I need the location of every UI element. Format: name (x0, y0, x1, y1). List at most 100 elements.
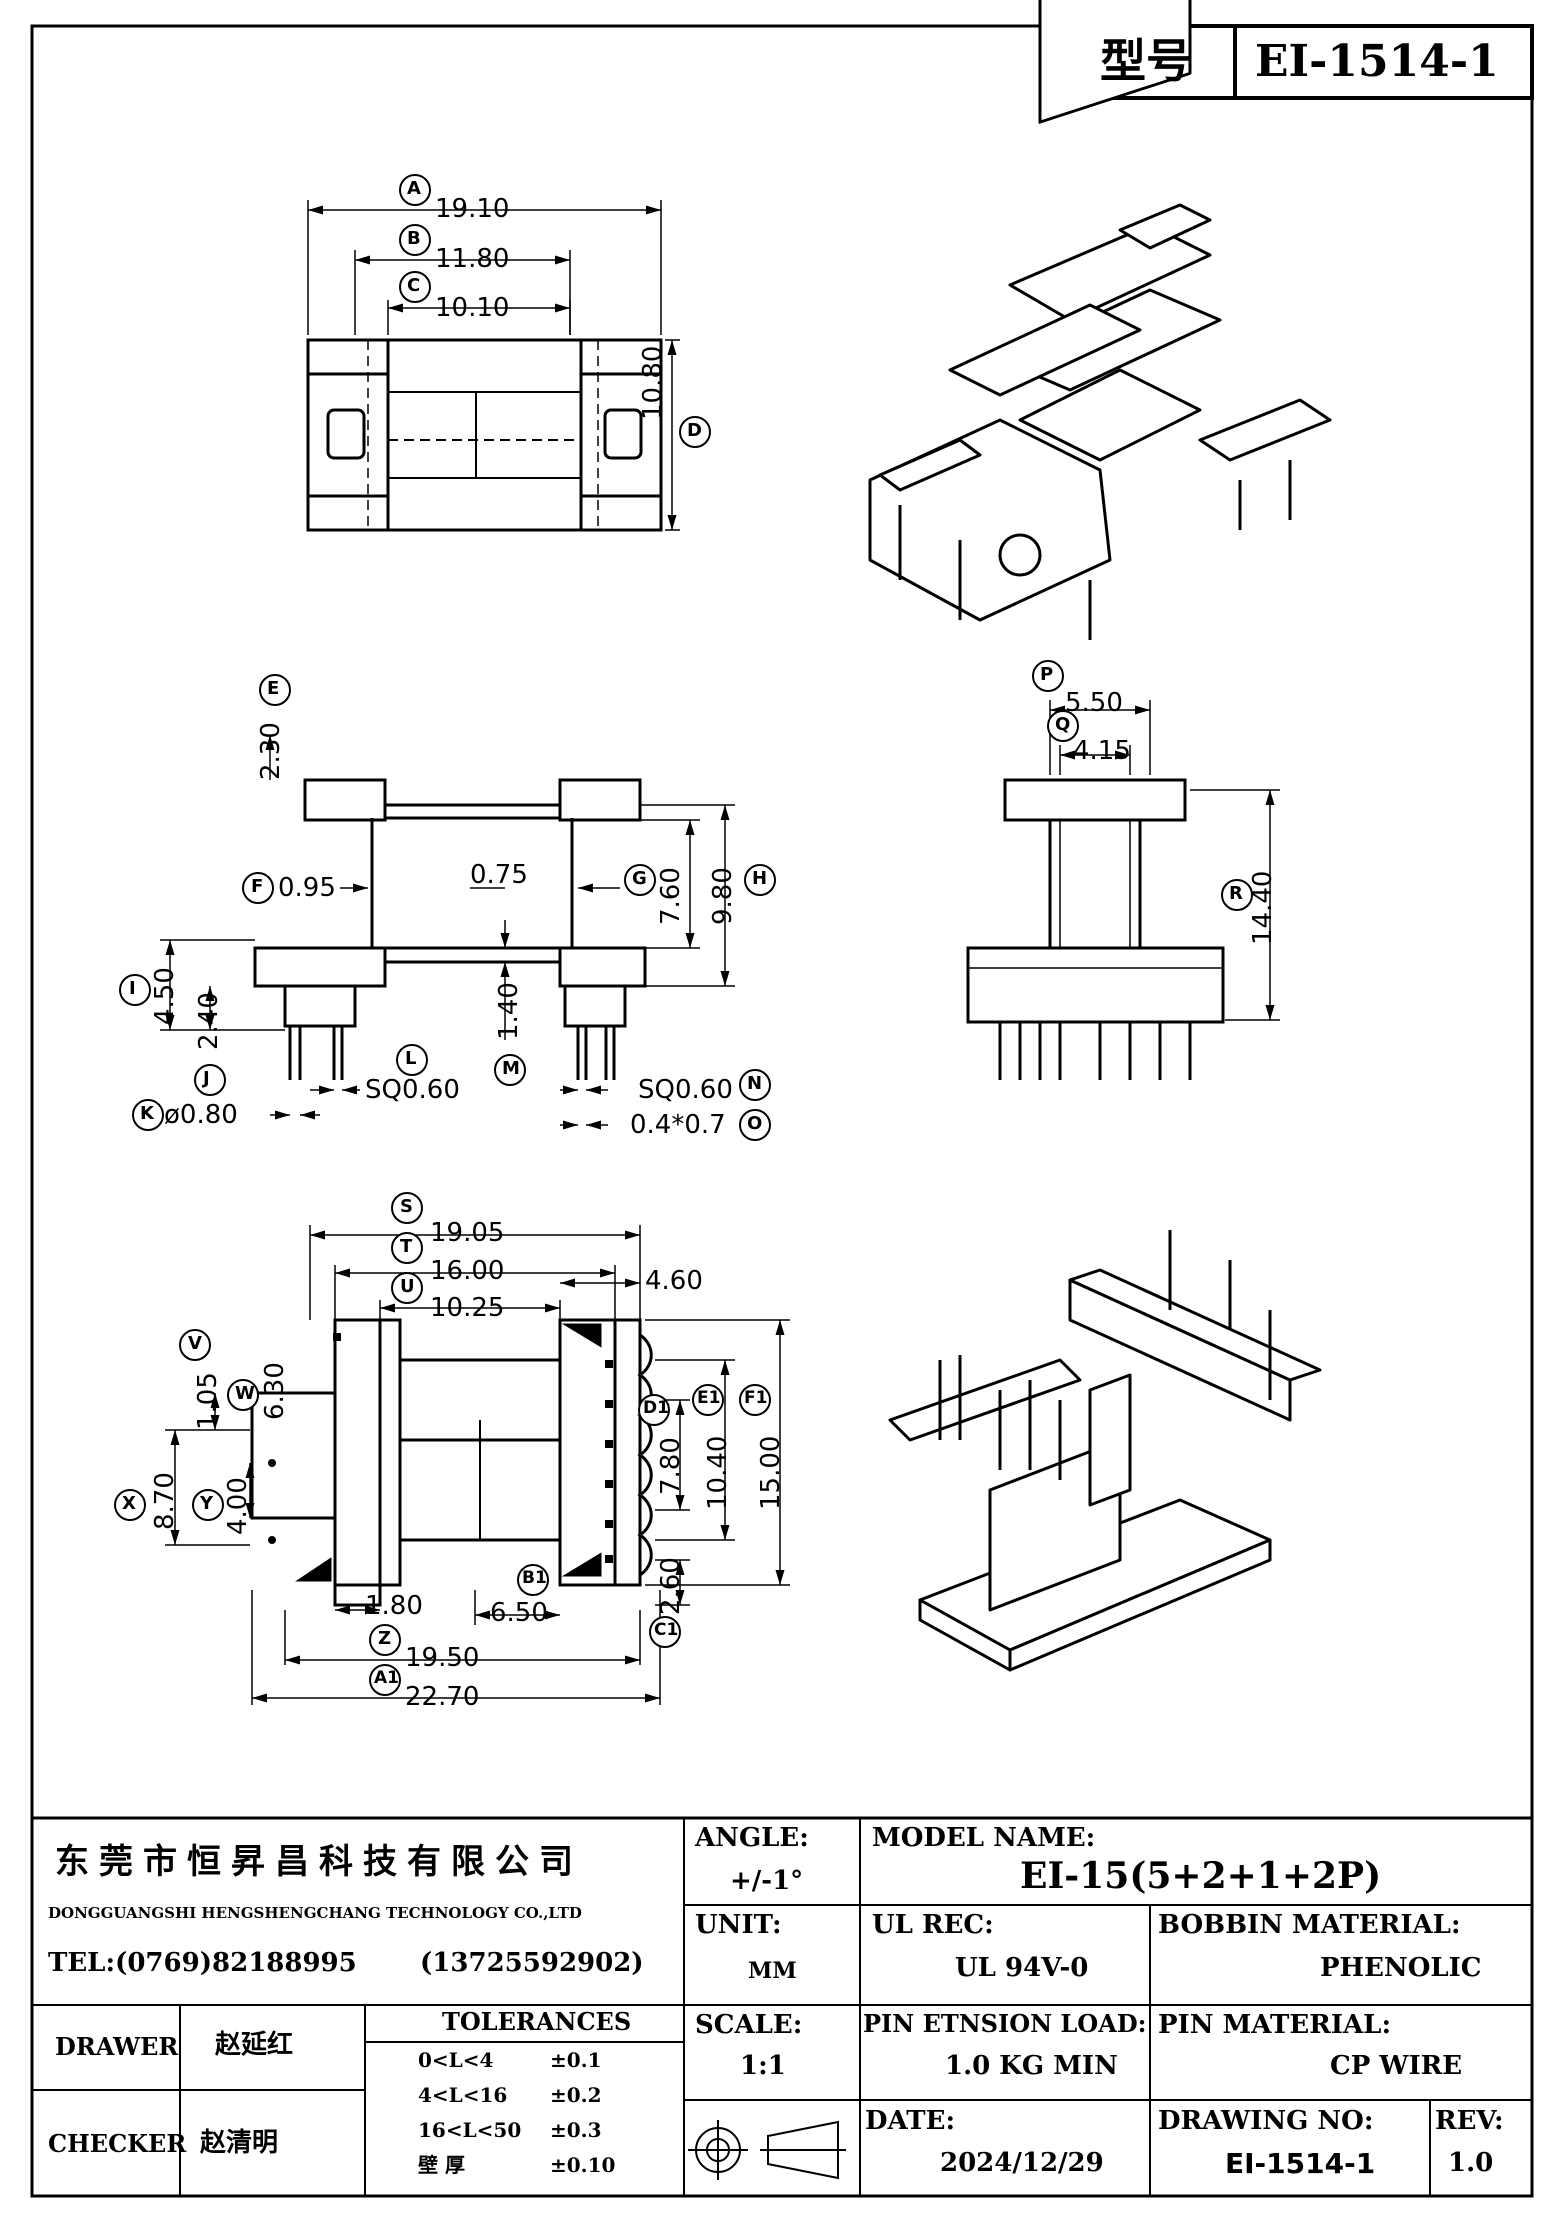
balloon-F: F (251, 876, 264, 897)
tol-range-3: 16<L<50 (418, 2118, 522, 2142)
balloon-L: L (405, 1048, 417, 1069)
rev-label: REV: (1435, 2106, 1504, 2136)
dim-W: 6.30 (260, 1362, 290, 1420)
drawer-label: DRAWER (55, 2032, 179, 2061)
dim-mid: 0.75 (470, 860, 528, 890)
ul-rec-label: UL REC: (872, 1910, 994, 1940)
dim-B: 11.80 (435, 244, 510, 274)
date-value: 2024/12/29 (940, 2148, 1104, 2178)
bobbin-material-label: BOBBIN MATERIAL: (1158, 1910, 1461, 1940)
balloon-M: M (502, 1058, 520, 1079)
tol-value-1: ±0.1 (550, 2048, 602, 2072)
model-name-value: EI-15(5+2+1+2P) (1020, 1855, 1382, 1897)
dim-C1: 2.60 (656, 1557, 686, 1615)
balloon-Q: Q (1055, 714, 1071, 735)
balloon-O: O (747, 1113, 763, 1134)
dim-J: 2.40 (194, 992, 224, 1050)
balloon-W: W (235, 1383, 255, 1404)
balloon-I: I (129, 978, 136, 999)
tol-range-2: 4<L<16 (418, 2083, 508, 2107)
checker-label: CHECKER (48, 2129, 187, 2158)
tol-value-3: ±0.3 (550, 2118, 602, 2142)
tol-range-4: 壁 厚 (418, 2153, 465, 2177)
dim-K: ø0.80 (164, 1100, 238, 1130)
dimension-balloons (114, 174, 1253, 1696)
dim-E1: 10.40 (703, 1435, 733, 1510)
tol-value-2: ±0.2 (550, 2083, 602, 2107)
dim-I: 4.50 (150, 967, 180, 1025)
tol-value-4: ±0.10 (550, 2153, 616, 2177)
company-name-en: DONGGUANGSHI HENGSHENGCHANG TECHNOLOGY C… (48, 1904, 582, 1922)
dim-X: 8.70 (150, 1472, 180, 1530)
dim-O: 0.4*0.7 (630, 1110, 726, 1140)
company-tel: TEL:(0769)82188995 (48, 1948, 357, 1978)
rev-value: 1.0 (1448, 2148, 1494, 2178)
balloon-Y: Y (200, 1493, 214, 1514)
balloon-E: E (267, 678, 280, 699)
dim-Y: 4.00 (223, 1477, 253, 1535)
tol-range-1: 0<L<4 (418, 2048, 494, 2072)
dim-L: SQ0.60 (365, 1075, 460, 1105)
dim-C: 10.10 (435, 293, 510, 323)
pin-load-label: PIN ETNSION LOAD: (863, 2009, 1147, 2038)
angle-label: ANGLE: (695, 1823, 809, 1853)
dim-Q: 4.15 (1073, 736, 1131, 766)
balloon-A1: A1 (374, 1668, 399, 1688)
unit-label: UNIT: (695, 1910, 782, 1940)
sheet-border (30, 24, 1534, 2198)
pin-load-value: 1.0 KG MIN (945, 2051, 1118, 2081)
balloon-R: R (1229, 883, 1243, 904)
dim-pin-width: 1.80 (365, 1591, 423, 1621)
balloon-P: P (1040, 664, 1054, 685)
dim-Z: 19.50 (405, 1643, 480, 1673)
dim-right-top: 4.60 (645, 1266, 703, 1296)
balloon-U: U (400, 1276, 415, 1297)
checker-name: 赵清明 (200, 2128, 279, 2158)
projection-symbol (688, 2120, 846, 2180)
dim-R: 14.40 (1248, 870, 1278, 945)
balloon-H: H (752, 868, 768, 889)
dim-G: 7.60 (656, 867, 686, 925)
balloon-V: V (188, 1333, 202, 1354)
balloon-Z: Z (378, 1628, 392, 1649)
balloon-N: N (747, 1073, 763, 1094)
balloon-B: B (407, 228, 421, 249)
company-name-cn: 东莞市恒昇昌科技有限公司 (55, 1842, 583, 1882)
isometric-view-bottom (888, 1230, 1322, 1672)
header-part-number: EI-1514-1 (1255, 36, 1499, 87)
balloon-A: A (407, 178, 421, 199)
drawer-name: 赵延红 (215, 2030, 294, 2060)
dim-B1: 6.50 (490, 1598, 548, 1628)
dim-A: 19.10 (435, 194, 510, 224)
isometric-view-top (868, 0, 1332, 640)
balloon-C: C (407, 275, 421, 296)
drawing-no-value: EI-1514-1 (1225, 2147, 1376, 2180)
dim-N: SQ0.60 (638, 1075, 733, 1105)
balloon-S: S (400, 1196, 413, 1217)
side-view (160, 735, 735, 1130)
end-view (966, 700, 1280, 1080)
dim-A1: 22.70 (405, 1682, 480, 1712)
balloon-B1: B1 (522, 1568, 547, 1588)
scale-value: 1:1 (740, 2051, 786, 2081)
unit-value: MM (748, 1958, 797, 1984)
balloon-E1: E1 (697, 1388, 721, 1408)
dim-T: 16.00 (430, 1256, 505, 1286)
balloon-T: T (400, 1236, 413, 1257)
dim-V: 1.05 (193, 1372, 223, 1430)
date-label: DATE: (865, 2106, 956, 2136)
dim-S: 19.05 (430, 1218, 505, 1248)
dim-H: 9.80 (708, 867, 738, 925)
bobbin-material-value: PHENOLIC (1320, 1953, 1482, 1983)
balloon-F1: F1 (744, 1388, 768, 1408)
header-type-label: 型号 (1100, 34, 1192, 88)
drawing-no-label: DRAWING NO: (1158, 2106, 1374, 2136)
dim-F: 0.95 (278, 873, 336, 903)
dim-M: 1.40 (494, 982, 524, 1040)
ul-rec-value: UL 94V-0 (955, 1953, 1089, 1983)
tolerances-label: TOLERANCES (442, 2007, 632, 2036)
balloon-D: D (687, 420, 702, 441)
angle-value: +/-1° (730, 1866, 804, 1896)
balloon-G: G (632, 868, 647, 889)
balloon-C1: C1 (654, 1620, 679, 1640)
